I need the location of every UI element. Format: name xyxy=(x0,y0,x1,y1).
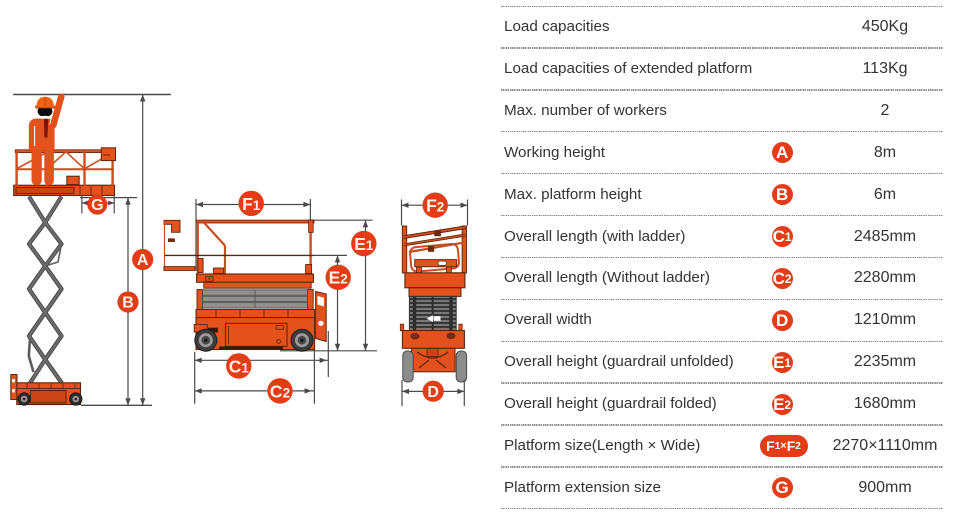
svg-text:F2: F2 xyxy=(426,196,444,216)
svg-text:F1: F1 xyxy=(242,194,261,214)
svg-text:E1: E1 xyxy=(354,234,374,254)
svg-text:D: D xyxy=(427,384,439,401)
svg-text:B: B xyxy=(122,295,134,312)
svg-text:G: G xyxy=(91,197,103,214)
svg-text:E2: E2 xyxy=(329,268,348,288)
svg-text:C1: C1 xyxy=(229,356,250,376)
svg-text:A: A xyxy=(137,252,149,269)
svg-text:C2: C2 xyxy=(270,381,290,401)
